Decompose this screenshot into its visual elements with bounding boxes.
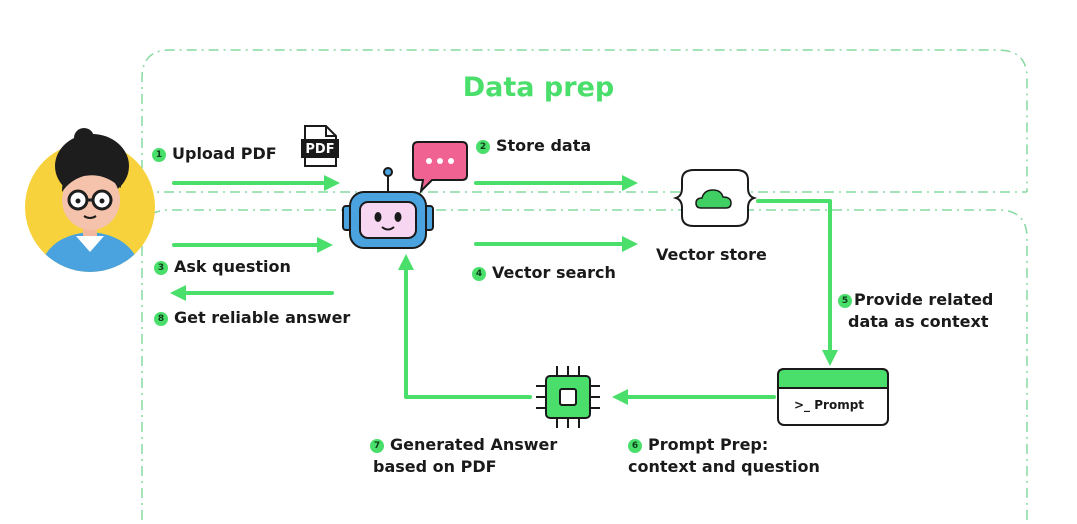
data-prep-region (141, 49, 1028, 192)
prompt-label: >_ Prompt (794, 398, 865, 412)
step-7-line2: based on PDF (373, 457, 497, 476)
step-3-label: 3 Ask question (154, 256, 291, 278)
user-avatar-icon (25, 128, 155, 272)
chat-bubble-icon (412, 141, 468, 194)
step-7-label: 7 Generated Answer based on PDF (370, 434, 557, 478)
robot-icon (342, 167, 434, 249)
arrow-provide-context (756, 199, 838, 366)
step-4-text: Vector search (492, 263, 616, 282)
step-4-label: 4 Vector search (472, 262, 616, 284)
vector-store-label: Vector store (656, 245, 767, 264)
step-8-text: Get reliable answer (174, 308, 351, 327)
step-3-text: Ask question (174, 257, 291, 276)
pdf-file-icon: PDF (301, 125, 339, 167)
step-8-number: 8 (154, 312, 168, 326)
step-2-number: 2 (476, 140, 490, 154)
step-1-number: 1 (152, 148, 166, 162)
step-6-label: 6 Prompt Prep: context and question (628, 434, 820, 478)
step-3-number: 3 (154, 261, 168, 275)
pdf-icon-label: PDF (305, 142, 334, 157)
step-1-label: 1 Upload PDF (152, 143, 277, 165)
page-title: Data prep (462, 72, 615, 103)
step-5-line1: Provide related (854, 290, 994, 309)
step-1-text: Upload PDF (172, 144, 277, 163)
step-6-line1: Prompt Prep: (648, 435, 769, 454)
step-5-line2: data as context (848, 312, 989, 331)
step-6-number: 6 (628, 439, 642, 453)
arrow-generated-answer (398, 254, 532, 399)
step-8-label: 8 Get reliable answer (154, 307, 350, 329)
step-4-number: 4 (472, 267, 486, 281)
step-7-number: 7 (370, 439, 384, 453)
step-6-line2: context and question (628, 457, 820, 476)
chip-icon (536, 366, 600, 428)
step-5-number: 5 (838, 294, 852, 308)
cloud-database-icon (672, 169, 758, 227)
step-2-label: 2 Store data (476, 135, 591, 157)
terminal-window-icon (777, 368, 889, 426)
step-2-text: Store data (496, 136, 592, 155)
step-7-line1: Generated Answer (390, 435, 558, 454)
